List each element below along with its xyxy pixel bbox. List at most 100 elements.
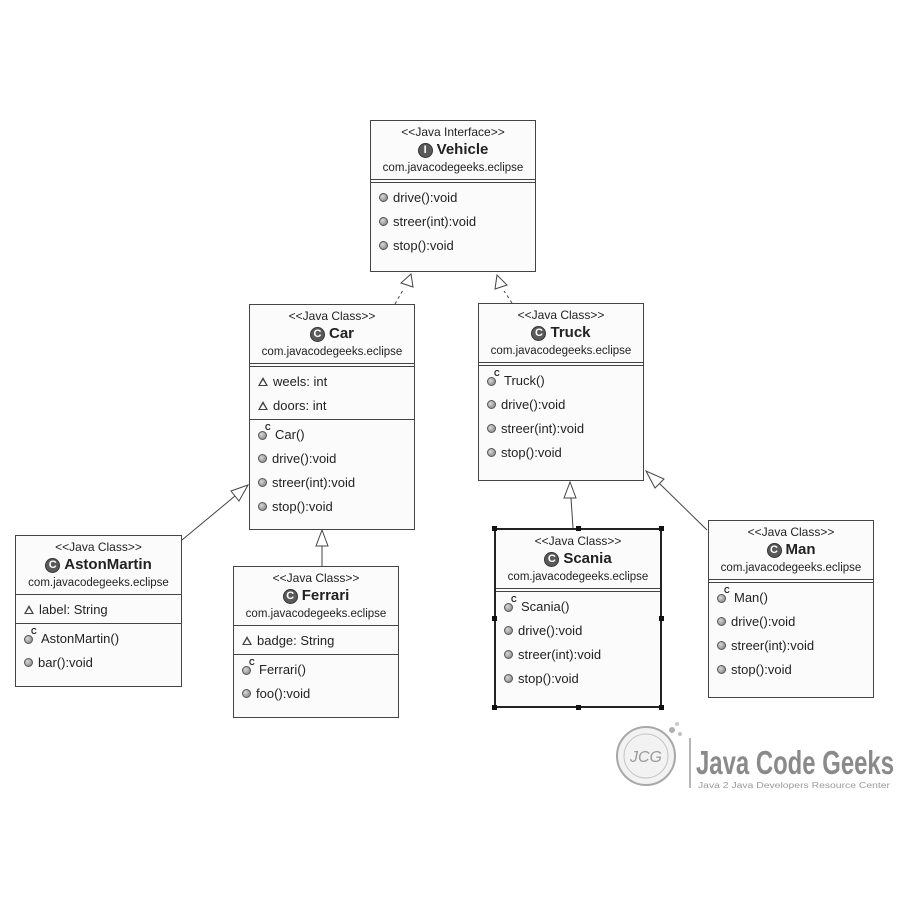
method-label: drive():void: [501, 396, 566, 412]
resize-handle-sw[interactable]: [492, 705, 497, 710]
resize-handle-n[interactable]: [576, 526, 581, 531]
method-row[interactable]: streer(int):void: [717, 633, 873, 657]
method-label: stop():void: [272, 498, 333, 514]
package-field-icon: [258, 400, 268, 410]
field-label: weels: int: [273, 373, 328, 389]
compartment-divider: [16, 623, 181, 624]
stereotype-label: <<Java Class>>: [747, 525, 835, 539]
constructor-label: Man(): [734, 589, 768, 605]
method-row[interactable]: streer(int):void: [487, 416, 643, 440]
method-row[interactable]: stop():void: [379, 233, 535, 257]
constructor-label: Scania(): [521, 598, 570, 614]
method-row[interactable]: stop():void: [717, 657, 873, 681]
compartment-divider: [234, 654, 398, 655]
relation-car-vehicle: [394, 289, 404, 305]
public-method-icon: [379, 192, 388, 202]
package-name: com.javacodegeeks.eclipse: [720, 562, 862, 574]
method-label: drive():void: [731, 613, 796, 629]
stereotype-label: <<Java Class>>: [55, 540, 142, 554]
public-method-icon: [717, 640, 726, 650]
method-row[interactable]: drive():void: [487, 392, 643, 416]
package-name: com.javacodegeeks.eclipse: [490, 345, 632, 357]
relation-astonmartin-car: [181, 495, 236, 541]
constructor-icon: C: [717, 586, 730, 603]
public-method-icon: [258, 453, 267, 463]
class-name: Man: [785, 541, 816, 558]
compartment-divider: [496, 588, 660, 592]
relation-truck-vehicle: [503, 290, 513, 304]
method-row[interactable]: drive():void: [258, 446, 414, 470]
resize-handle-ne[interactable]: [659, 526, 664, 531]
compartment-divider: [16, 594, 181, 595]
method-label: streer(int):void: [272, 474, 356, 490]
field-row[interactable]: weels: int: [258, 369, 414, 393]
field-row[interactable]: badge: String: [242, 628, 398, 652]
resize-handle-w[interactable]: [492, 616, 497, 621]
constructor-label: AstonMartin(): [41, 630, 120, 646]
field-row[interactable]: label: String: [24, 597, 181, 621]
resize-handle-se[interactable]: [659, 705, 664, 710]
class-box-man[interactable]: <<Java Class>> C Man com.javacodegeeks.ec…: [708, 520, 874, 698]
method-row[interactable]: stop():void: [504, 666, 660, 690]
package-name: com.javacodegeeks.eclipse: [245, 608, 387, 620]
generalization-arrow-man: [644, 469, 665, 489]
resize-handle-e[interactable]: [659, 616, 664, 621]
generalization-arrow-scania: [563, 480, 577, 499]
method-label: streer(int):void: [501, 420, 585, 436]
stereotype-label: <<Java Class>>: [534, 534, 622, 548]
interface-icon: I: [417, 142, 433, 158]
compartment-divider: [479, 362, 643, 366]
method-row[interactable]: streer(int):void: [504, 642, 660, 666]
constructor-icon: C: [487, 369, 500, 386]
method-row[interactable]: streer(int):void: [258, 470, 414, 494]
method-row[interactable]: drive():void: [379, 185, 535, 209]
method-row[interactable]: foo():void: [242, 681, 398, 705]
constructor-icon: C: [258, 423, 271, 440]
public-method-icon: [717, 616, 726, 626]
fields-section: label: String: [16, 595, 181, 623]
class-icon: C: [309, 326, 325, 342]
stereotype-label: <<Java Interface>>: [401, 125, 505, 139]
fields-section: badge: String: [234, 626, 398, 654]
resize-handle-nw[interactable]: [492, 526, 497, 531]
method-row[interactable]: drive():void: [717, 609, 873, 633]
method-row[interactable]: stop():void: [258, 494, 414, 518]
fields-section: weels: int doors: int: [250, 367, 414, 419]
field-row[interactable]: doors: int: [258, 393, 414, 417]
method-row[interactable]: stop():void: [487, 440, 643, 464]
public-method-icon: [379, 216, 388, 226]
resize-handle-s[interactable]: [576, 705, 581, 710]
constructor-label: Car(): [275, 426, 305, 442]
compartment-divider: [250, 363, 414, 367]
constructor-label: Truck(): [504, 372, 545, 388]
method-label: foo():void: [256, 685, 311, 701]
constructor-icon: C: [24, 627, 37, 644]
method-row[interactable]: bar():void: [24, 650, 181, 674]
logo-tagline: Java 2 Java Developers Resource Center: [698, 781, 890, 790]
class-icon: C: [282, 588, 298, 604]
relation-scania-truck: [570, 497, 574, 529]
constructor-label: Ferrari(): [259, 661, 306, 677]
java-code-geeks-logo: JCG Java Code Geeks Java 2 Java Develope…: [616, 722, 894, 790]
realization-arrow-truck: [494, 273, 508, 290]
class-icon: C: [531, 325, 547, 341]
method-row[interactable]: streer(int):void: [379, 209, 535, 233]
method-row[interactable]: drive():void: [504, 618, 660, 642]
class-icon: C: [45, 557, 61, 573]
public-method-icon: [504, 673, 513, 683]
